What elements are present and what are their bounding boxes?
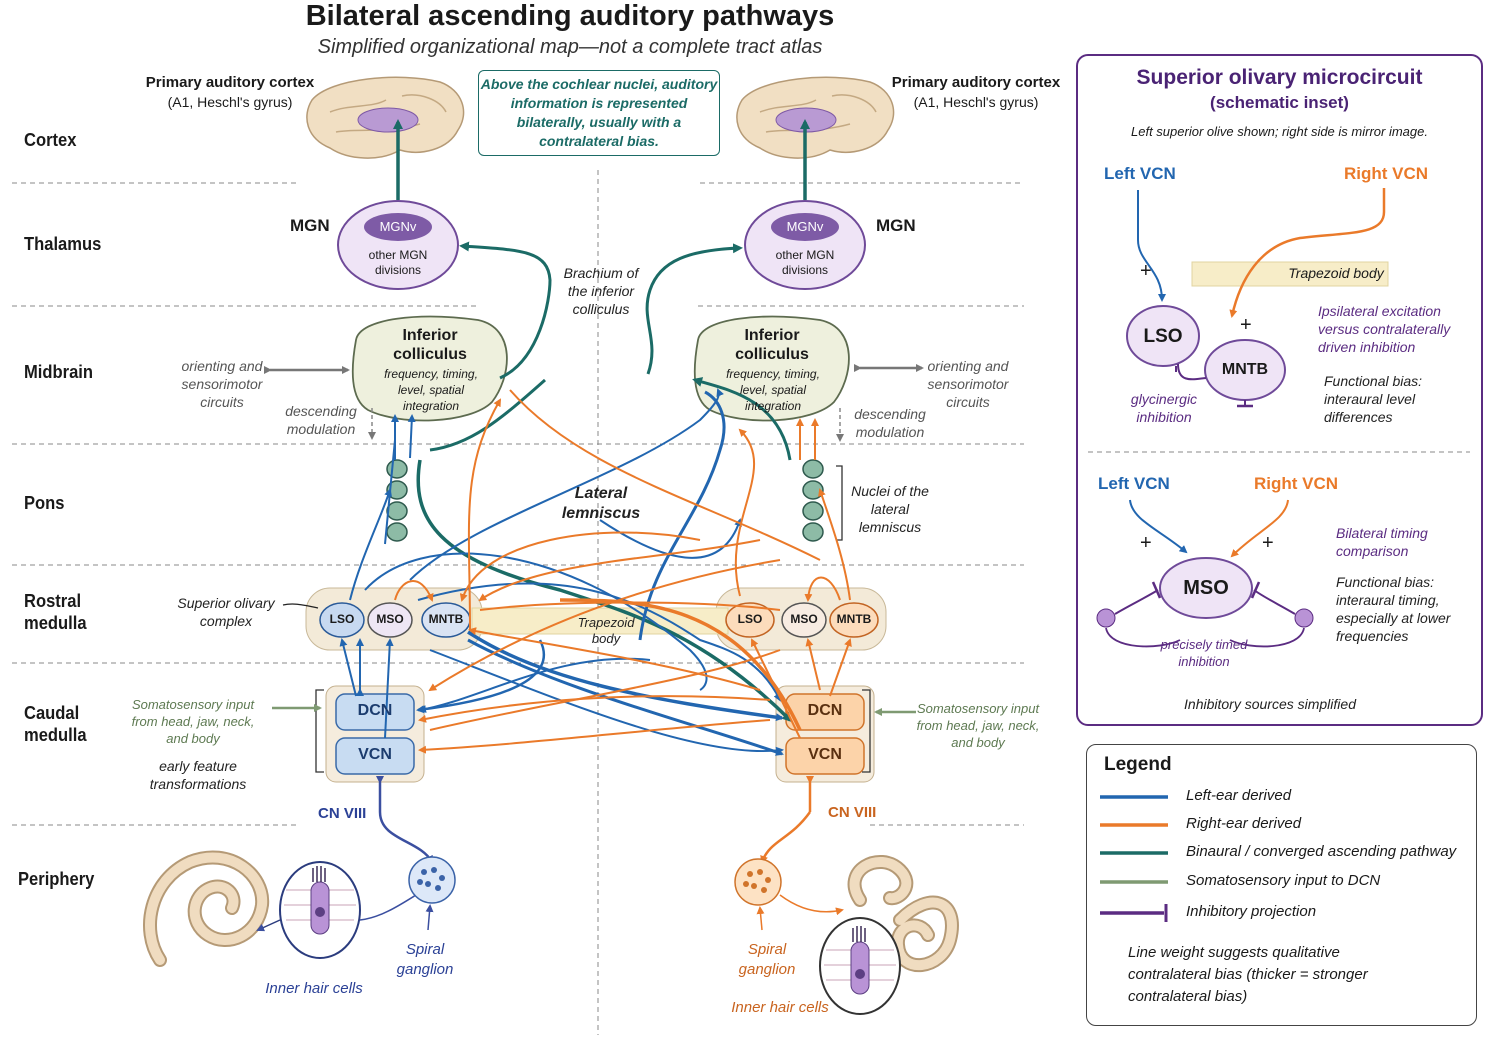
inset-title: Superior olivary microcircuit bbox=[1136, 66, 1423, 89]
legend-footnote: Line weight suggests qualitative contral… bbox=[1128, 944, 1368, 1005]
left-mgn-other: other MGN divisions bbox=[368, 248, 428, 277]
right-soc-nuclei bbox=[725, 602, 879, 638]
inset-simplified: Inhibitory sources simplified bbox=[1184, 696, 1356, 712]
right-mso: MSO bbox=[790, 612, 818, 626]
legend-item-somato: Somatosensory input to DCN bbox=[1186, 872, 1381, 889]
right-cortex-title: Primary auditory cortex bbox=[891, 74, 1061, 91]
olivary-inset-panel bbox=[1076, 54, 1483, 726]
left-lso: LSO bbox=[329, 612, 355, 626]
left-ihc: Inner hair cells bbox=[265, 980, 363, 997]
inset-plus-1: + bbox=[1140, 260, 1152, 282]
inset-trapezoid: Trapezoid body bbox=[1288, 265, 1384, 281]
right-nll: Nuclei of the lateral lemniscus bbox=[851, 483, 929, 535]
right-lso: LSO bbox=[737, 612, 763, 626]
left-somato: Somatosensory input from head, jaw, neck… bbox=[131, 697, 255, 746]
left-cochlea-shape bbox=[143, 850, 270, 967]
inset-lso: LSO bbox=[1143, 326, 1183, 347]
left-ic-sub: frequency, timing, level, spatial integr… bbox=[384, 367, 478, 413]
right-ic-title: Inferior colliculus bbox=[735, 327, 809, 363]
left-cortex-title: Primary auditory cortex bbox=[145, 74, 315, 91]
inset-right-vcn-2: Right VCN bbox=[1254, 474, 1339, 493]
right-mgn-shape bbox=[744, 200, 866, 290]
left-cn: CN VIII bbox=[318, 805, 367, 822]
inset-glycinergic: glycinergic inhibition bbox=[1130, 391, 1198, 425]
legend-title: Legend bbox=[1104, 754, 1172, 775]
lemniscus-label: Lateral lemniscus bbox=[561, 485, 641, 522]
right-ic-shape bbox=[693, 315, 850, 422]
left-early: early feature transformations bbox=[149, 758, 247, 792]
left-soc-nuclei bbox=[319, 602, 471, 638]
legend-item-binaural: Binaural / converged ascending pathway bbox=[1186, 843, 1457, 860]
right-nll-beads bbox=[802, 459, 824, 542]
left-dcn: DCN bbox=[357, 702, 393, 719]
right-vcn: VCN bbox=[808, 746, 842, 763]
trapezoid-label: Trapezoid body bbox=[577, 615, 635, 646]
legend-swatches bbox=[1100, 795, 1168, 922]
inset-lso-circuit bbox=[1126, 188, 1389, 408]
bilateral-callout: Above the cochlear nuclei, auditory info… bbox=[478, 70, 720, 156]
left-vcn: VCN bbox=[358, 746, 392, 763]
right-ic-sub: frequency, timing, level, spatial integr… bbox=[726, 367, 820, 413]
left-mgn-shape bbox=[337, 200, 459, 290]
right-cochlea-shape bbox=[847, 854, 959, 973]
left-cortex-sub: (A1, Heschl's gyrus) bbox=[167, 94, 293, 110]
right-dcn: DCN bbox=[807, 702, 843, 719]
level-thalamus: Thalamus bbox=[24, 234, 102, 254]
left-mgnv: MGNv bbox=[379, 219, 417, 234]
left-orienting: orienting and sensorimotor circuits bbox=[181, 358, 263, 410]
level-pons: Pons bbox=[24, 493, 65, 513]
page-title: Bilateral ascending auditory pathways bbox=[305, 0, 835, 32]
level-rostral-medulla: Rostral medulla bbox=[24, 591, 87, 633]
level-caudal-medulla: Caudal medulla bbox=[24, 703, 87, 745]
level-cortex: Cortex bbox=[24, 130, 77, 150]
inset-timed: precisely timed inhibition bbox=[1160, 637, 1248, 669]
brachium-label: Brachium of the inferior colliculus bbox=[563, 265, 639, 317]
inset-mso-bias: Functional bias: interaural timing, espe… bbox=[1336, 574, 1451, 644]
left-spiral: Spiral ganglion bbox=[396, 941, 454, 978]
page-subtitle: Simplified organizational map—not a comp… bbox=[317, 36, 823, 58]
level-periphery: Periphery bbox=[18, 869, 95, 889]
inset-mso-circuit bbox=[1096, 499, 1314, 648]
right-mgnv: MGNv bbox=[786, 219, 824, 234]
inset-plus-3: + bbox=[1140, 532, 1152, 554]
inset-plus-4: + bbox=[1262, 532, 1274, 554]
right-spiral: Spiral ganglion bbox=[738, 941, 796, 978]
right-descending: descending modulation bbox=[854, 406, 926, 440]
right-orienting: orienting and sensorimotor circuits bbox=[927, 358, 1009, 410]
inset-right-vcn: Right VCN bbox=[1344, 164, 1429, 183]
legend-item-right-ear: Right-ear derived bbox=[1186, 815, 1302, 832]
inset-left-vcn-2: Left VCN bbox=[1098, 474, 1170, 493]
level-midbrain: Midbrain bbox=[24, 362, 93, 382]
right-mgn-other: other MGN divisions bbox=[775, 248, 835, 277]
legend-item-left-ear: Left-ear derived bbox=[1186, 787, 1292, 804]
inset-bilateral: Bilateral timing comparison bbox=[1336, 525, 1428, 559]
inset-note: Left superior olive shown; right side is… bbox=[1131, 124, 1428, 139]
right-ihc: Inner hair cells bbox=[731, 999, 829, 1016]
left-cortex-shape bbox=[306, 76, 465, 159]
right-mntb: MNTB bbox=[836, 612, 872, 626]
inset-left-vcn: Left VCN bbox=[1104, 164, 1176, 183]
legend-panel bbox=[1086, 744, 1477, 1026]
legend-item-inhibitory: Inhibitory projection bbox=[1186, 903, 1317, 920]
right-cortex-sub: (A1, Heschl's gyrus) bbox=[913, 94, 1039, 110]
left-mso: MSO bbox=[376, 612, 404, 626]
right-cn: CN VIII bbox=[828, 804, 877, 821]
left-ic-title: Inferior colliculus bbox=[393, 327, 467, 363]
inset-lso-bias: Functional bias: interaural level differ… bbox=[1324, 373, 1423, 425]
inset-mso: MSO bbox=[1183, 577, 1229, 599]
inset-mntb: MNTB bbox=[1221, 361, 1269, 378]
inset-ipsi: Ipsilateral excitation versus contralate… bbox=[1318, 303, 1451, 355]
right-mgn-label: MGN bbox=[876, 216, 916, 235]
left-descending: descending modulation bbox=[285, 403, 357, 437]
right-somato: Somatosensory input from head, jaw, neck… bbox=[916, 701, 1040, 750]
left-mgn-label: MGN bbox=[290, 216, 330, 235]
left-mntb: MNTB bbox=[428, 612, 464, 626]
left-ic-shape bbox=[351, 315, 508, 422]
inset-plus-2: + bbox=[1240, 314, 1252, 336]
right-cortex-shape bbox=[736, 76, 895, 159]
inset-subtitle: (schematic inset) bbox=[1210, 93, 1349, 112]
left-soc-label: Superior olivary complex bbox=[177, 595, 275, 629]
